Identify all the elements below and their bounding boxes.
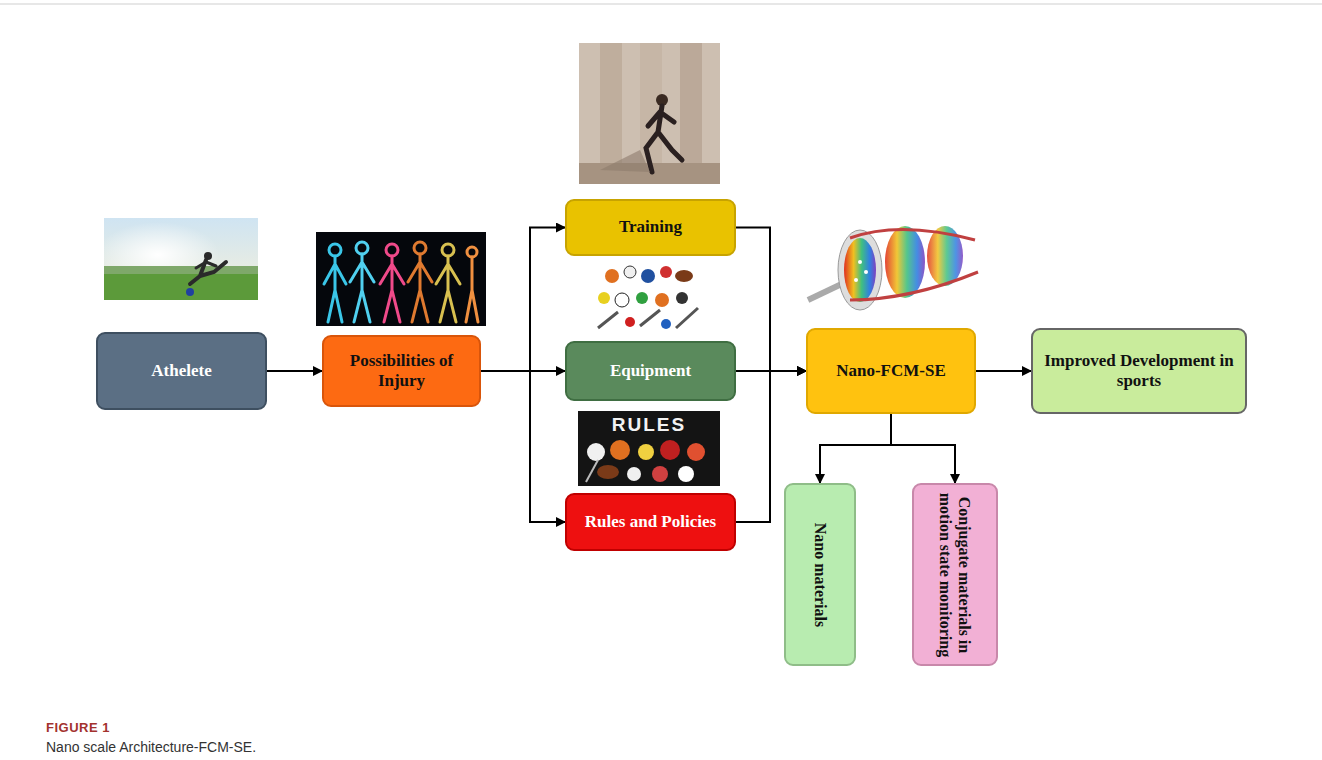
- risk-box: Possibilities of Injury: [322, 335, 481, 407]
- factor-box: Equipment: [565, 341, 736, 401]
- soccer-photo: [104, 218, 258, 300]
- figure-number: FIGURE 1: [46, 720, 246, 735]
- runner-photo: [579, 43, 720, 184]
- box-text-group: Athelete: [151, 361, 211, 381]
- process-box: Nano-FCM-SE: [806, 328, 976, 414]
- flow-arrow: [976, 370, 1031, 372]
- anatomy-photo: [316, 232, 486, 326]
- box-label: Improved Development in sports: [1041, 351, 1237, 392]
- outcome-box: Improved Development in sports: [1031, 328, 1247, 414]
- actor-box: Athelete: [96, 332, 267, 410]
- flow-arrow: [736, 228, 806, 372]
- image-text: RULES: [578, 414, 720, 436]
- factor-box: Training: [565, 199, 736, 256]
- box-label: Nano-FCM-SE: [836, 361, 946, 381]
- box-text-group: Nano-FCM-SE: [836, 361, 946, 381]
- box-label: Conjugate materials in motion state moni…: [936, 490, 974, 659]
- component-box: Nano materials: [784, 483, 856, 666]
- flow-arrow: [820, 414, 891, 483]
- box-label: Rules and Policies: [585, 512, 716, 532]
- factor-box: Rules and Policies: [565, 493, 736, 551]
- flow-arrow: [481, 371, 565, 522]
- frame-line: [0, 4, 1322, 5]
- rules-photo: [578, 411, 720, 486]
- component-box: Conjugate materials in motion state moni…: [912, 483, 998, 666]
- flow-arrow: [891, 414, 955, 483]
- nano-device-render: [808, 226, 978, 310]
- box-text-group: Rules and Policies: [585, 512, 716, 532]
- box-label: Equipment: [610, 361, 691, 381]
- box-label: Athelete: [151, 361, 211, 381]
- box-text-group: Possibilities of Injury: [332, 351, 471, 392]
- box-label: Possibilities of Injury: [332, 351, 471, 392]
- box-text-group: Training: [619, 217, 682, 237]
- figure-caption: Nano scale Architecture-FCM-SE.: [46, 739, 256, 755]
- flow-arrow: [267, 370, 322, 372]
- flow-arrow: [481, 228, 565, 372]
- box-label: Nano materials: [810, 490, 829, 659]
- box-text-group: Equipment: [610, 361, 691, 381]
- sports-equipment-photo: [590, 262, 704, 334]
- box-label: Training: [619, 217, 682, 237]
- box-text-group: Improved Development in sports: [1041, 351, 1237, 392]
